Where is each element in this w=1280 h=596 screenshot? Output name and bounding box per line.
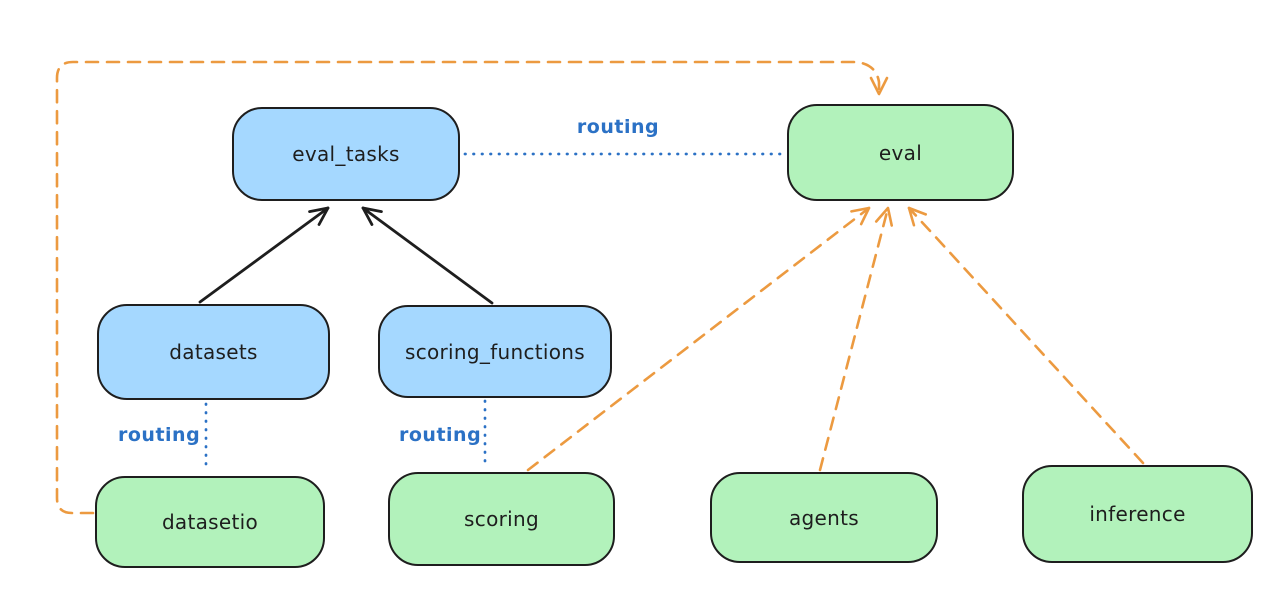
edge-datasets-to-eval-tasks [198,206,330,304]
routing-label-datasets-datasetio: routing [118,424,201,446]
edge-datasetio-to-eval [55,60,889,515]
node-agents: agents [710,472,938,563]
edge-inference-to-eval [907,206,1145,465]
node-datasets-label: datasets [169,340,258,364]
edge-scoring-to-eval [526,206,871,472]
routing-label-eval-tasks-eval: routing [576,116,660,138]
node-scoring-functions: scoring_functions [378,305,612,398]
node-scoring: scoring [388,472,615,566]
node-inference: inference [1022,465,1253,563]
node-eval-tasks: eval_tasks [232,107,460,201]
node-datasetio-label: datasetio [161,510,259,534]
node-scoring-label: scoring [464,507,539,531]
edge-agents-to-eval [818,206,894,472]
node-inference-label: inference [1089,502,1186,526]
routing-label-scoring-functions-scoring: routing [399,424,482,446]
node-datasetio: datasetio [95,476,325,568]
node-eval: eval [787,104,1014,201]
node-eval-label: eval [878,140,923,165]
edge-scoring-functions-to-eval-tasks [361,206,494,305]
node-eval-tasks-label: eval_tasks [292,142,400,166]
node-scoring-functions-label: scoring_functions [404,339,586,364]
node-datasets: datasets [97,304,330,400]
node-agents-label: agents [789,505,859,530]
